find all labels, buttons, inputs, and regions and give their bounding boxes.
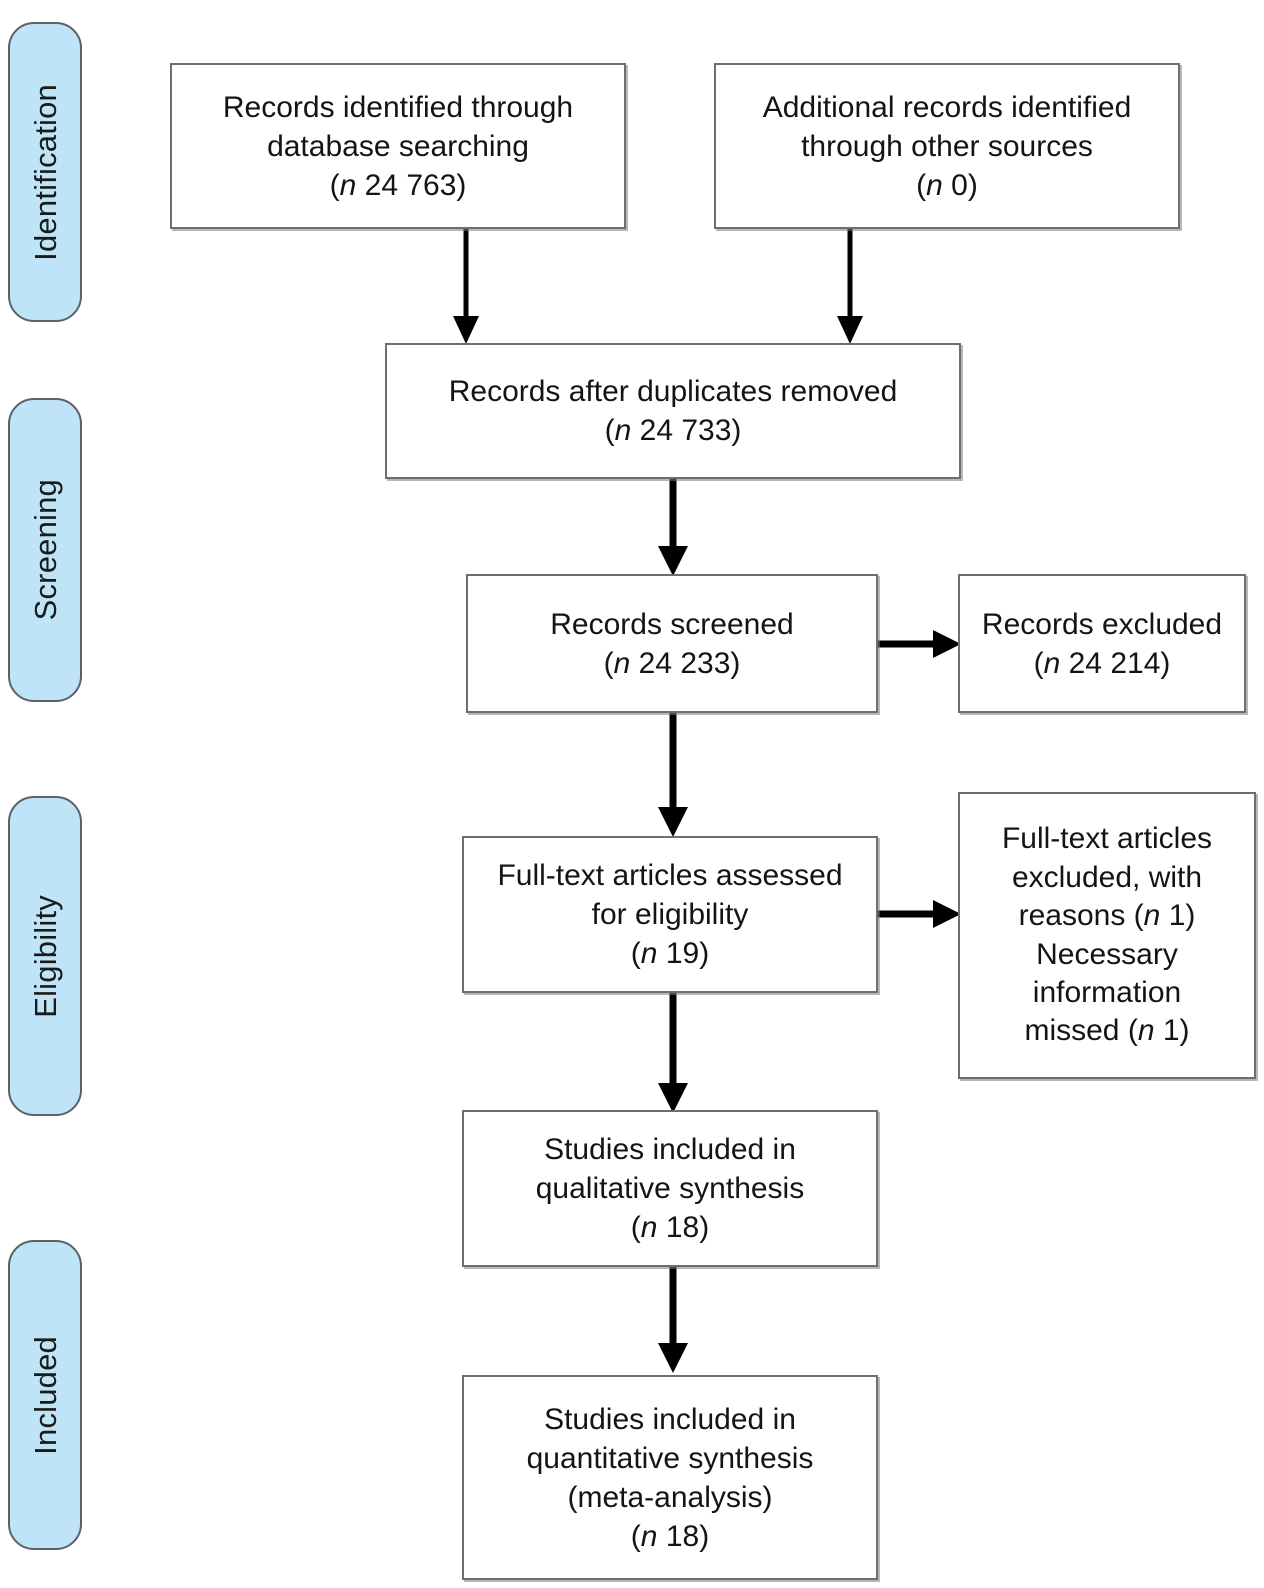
stage-label-screening: Screening bbox=[27, 479, 63, 621]
stage-label-eligibility: Eligibility bbox=[27, 894, 63, 1018]
stage-bar-included: Included bbox=[8, 1240, 82, 1550]
connector-db-to-dedup bbox=[448, 226, 484, 348]
box-records-after-duplicates-removed-text: Records after duplicates removed(n 24 73… bbox=[448, 375, 898, 447]
connector-qualitative-to-quantitative bbox=[655, 1265, 691, 1377]
connector-screened-to-excluded bbox=[875, 626, 965, 662]
box-records-excluded-text: Records excluded(n 24 214) bbox=[981, 607, 1223, 680]
box-records-screened-text: Records screened(n 24 233) bbox=[550, 607, 794, 680]
stage-bar-screening: Screening bbox=[8, 398, 82, 702]
box-records-excluded: Records excluded(n 24 214) bbox=[958, 574, 1246, 713]
connector-other-to-dedup bbox=[832, 226, 868, 348]
connector-dedup-to-screened bbox=[655, 476, 691, 580]
box-records-after-duplicates-removed: Records after duplicates removed(n 24 73… bbox=[385, 343, 961, 479]
box-records-screened: Records screened(n 24 233) bbox=[466, 574, 878, 713]
stage-label-included: Included bbox=[27, 1335, 63, 1455]
stage-bar-identification: Identification bbox=[8, 22, 82, 322]
connector-fulltext-to-qualitative bbox=[655, 991, 691, 1117]
connector-fulltext-to-excluded bbox=[875, 896, 965, 932]
connector-screened-to-fulltext bbox=[655, 711, 691, 841]
stage-label-identification: Identification bbox=[27, 83, 63, 261]
stage-bar-eligibility: Eligibility bbox=[8, 796, 82, 1116]
